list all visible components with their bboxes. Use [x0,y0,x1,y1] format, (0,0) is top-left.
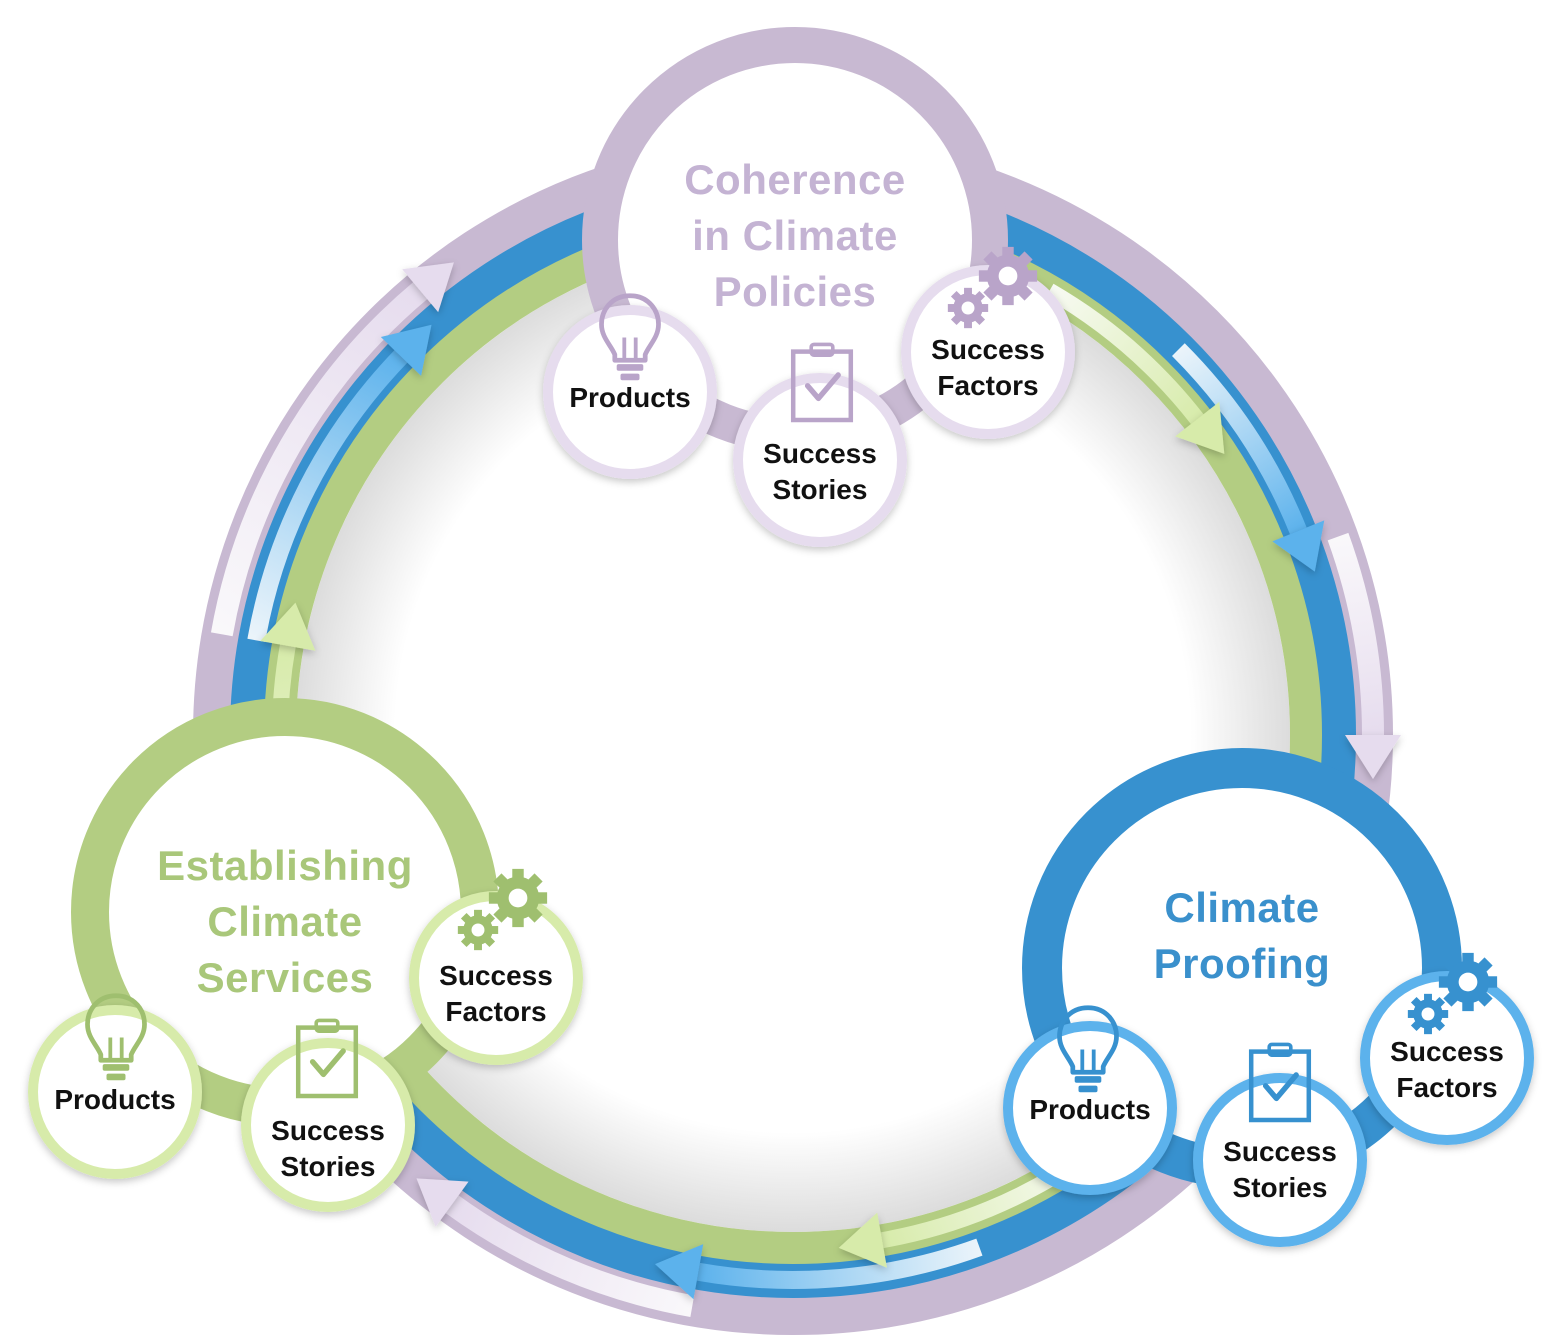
gears-icon-large [1438,952,1498,1012]
flow-arrow-blue-left [247,324,432,642]
flow-arrow-blue-left-head [380,324,432,376]
sub-stories-services [241,1018,415,1212]
sub-label-line: Products [569,382,691,413]
flow-arrow-blue-right-head [1272,520,1325,572]
sub-label-products: Products [25,1082,205,1118]
flow-arrow-green-right-shaft [1045,283,1204,425]
sub-stories-coherence [733,342,907,547]
flow-arrow-blue-bottom-head [655,1244,704,1300]
gears-icon-large [488,868,548,928]
hub-title-line: Proofing [1153,940,1331,987]
sub-products-services [28,993,202,1179]
clipboard-check-icon [1248,1042,1312,1123]
flow-arrow-purple-right-shaft [1327,532,1384,736]
sub-factors-services [409,868,583,1065]
flow-arrow-purple-bottom [416,1178,695,1318]
hub-coherence [543,27,1075,547]
hub-title-line: Services [196,954,374,1001]
sub-label-line: Success [1390,1036,1504,1067]
sub-circle-factors [1360,971,1534,1145]
sub-label-line: Products [54,1084,176,1115]
sub-circle-products [1003,1021,1177,1195]
gears-icon-small [457,909,499,951]
flow-arrow-purple-bottom-shaft [445,1195,695,1318]
sub-label-line: Stories [772,474,868,505]
hub-proofing [1003,748,1534,1247]
sub-label-products: Products [540,380,720,416]
hub-title-line: Climate [207,898,363,945]
flow-arrow-blue-right [1172,343,1325,572]
gears-icon-large [978,246,1038,306]
sub-products-coherence [543,293,717,479]
sub-circle-products [28,1005,202,1179]
sub-label-line: Success [1223,1136,1337,1167]
clipboard-check-icon [295,1018,359,1099]
gears-icon [947,246,1038,329]
sub-label-line: Stories [1232,1172,1328,1203]
lightbulb-icon [85,993,147,1081]
flow-arrow-purple-bottom-head [416,1178,469,1227]
sub-factors-coherence [901,246,1075,439]
sub-label-products: Products [1000,1092,1180,1128]
hub-title-line: in Climate [692,212,898,259]
flow-arrow-purple-right [1327,532,1401,779]
sub-label-line: Factors [445,996,547,1027]
flow-arrow-blue-left-shaft [247,350,408,642]
flow-arrow-blue-bottom [655,1238,983,1300]
gears-icon [457,868,548,951]
sub-label-line: Factors [937,370,1039,401]
hub-title-line: Coherence [684,156,906,203]
flow-arrow-purple-left-shaft [210,282,428,637]
sub-label-line: Success [931,334,1045,365]
hub-title-line: Policies [713,268,877,315]
flow-arrow-blue-bottom-shaft [696,1238,983,1289]
flow-arrow-purple-left [210,262,454,637]
lightbulb-icon [1057,1005,1119,1093]
sub-circle-stories [733,373,907,547]
gears-icon [1407,952,1498,1035]
hub-title-line: Establishing [157,842,413,889]
sub-circle-products [543,305,717,479]
flow-arrow-green-right [1045,283,1225,454]
lightbulb-icon [599,293,661,381]
sub-circle-stories [241,1038,415,1212]
hub-title-line: Climate [1164,884,1320,931]
sub-label-line: Success [439,960,553,991]
gears-icon-small [947,287,989,329]
sub-label-line: Factors [1396,1072,1498,1103]
sub-stories-proofing [1193,1042,1367,1247]
sub-label-line: Stories [280,1151,376,1182]
clipboard-check-icon [790,342,854,423]
hub-services [28,698,583,1212]
flow-arrow-green-left-head [260,602,316,651]
sub-label-line: Success [271,1115,385,1146]
sub-circle-stories [1193,1073,1367,1247]
sub-label-line: Success [763,438,877,469]
sub-products-proofing [1003,1005,1177,1195]
gears-icon-small [1407,993,1449,1035]
flow-arrow-blue-right-shaft [1172,343,1307,535]
flow-arrow-green-bottom-head [838,1212,887,1268]
sub-label-line: Products [1029,1094,1151,1125]
sub-factors-proofing [1360,952,1534,1145]
flow-arrow-green-right-head [1175,401,1225,454]
flow-arrow-purple-left-head [402,262,454,313]
flow-arrow-purple-right-head [1345,735,1401,779]
